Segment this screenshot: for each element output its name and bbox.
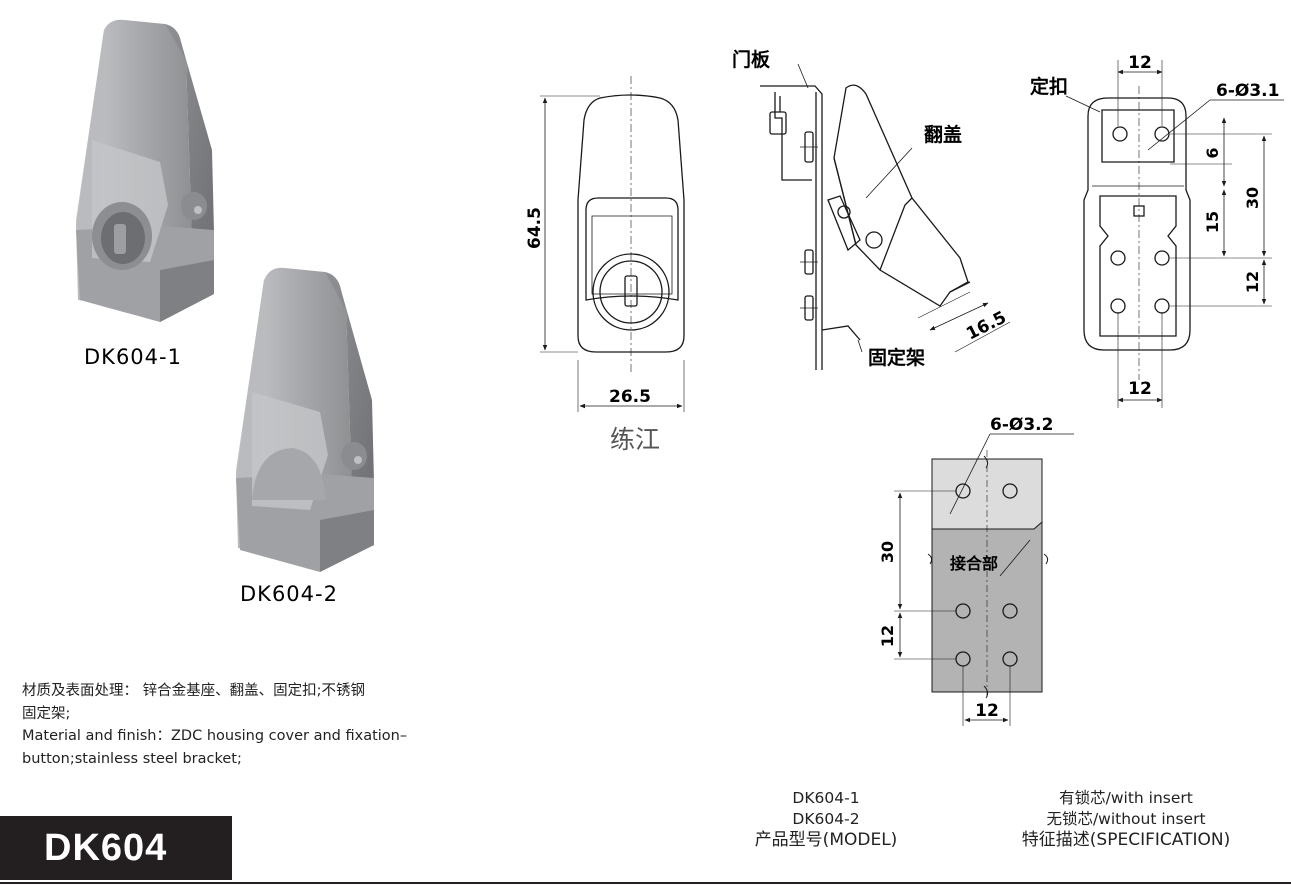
front-view-drawing — [540, 76, 685, 412]
plate-holes-label: 6-Ø3.2 — [990, 415, 1053, 435]
plate-dim-30: 30 — [878, 541, 897, 563]
spec-header: 特征描述(SPECIFICATION) — [1021, 830, 1231, 850]
plate-bottom-dim: 12 — [975, 701, 999, 721]
catch-label: 定扣 — [1030, 75, 1068, 98]
product-image-dk604-1 — [76, 19, 214, 322]
plate-view-drawing — [894, 433, 1074, 726]
front-height-dim: 64.5 — [525, 207, 545, 249]
material-zh-line2: 固定架; — [22, 705, 71, 722]
watermark-text: 练江 — [610, 425, 660, 454]
bracket-label: 固定架 — [868, 346, 925, 369]
product-label-dk604-1: DK604-1 — [84, 345, 182, 369]
side-offset-dim: 16.5 — [963, 308, 1009, 345]
model-row-1: DK604-1 — [792, 789, 860, 807]
bottom-rule — [0, 882, 1291, 884]
product-image-dk604-2 — [236, 267, 374, 572]
door-panel-label: 门板 — [732, 48, 771, 71]
model-header: 产品型号(MODEL) — [754, 830, 898, 850]
plate-joint-label: 接合部 — [950, 554, 998, 573]
flip-cover-label: 翻盖 — [924, 123, 962, 146]
material-zh-line1: 材质及表面处理： 锌合金基座、翻盖、固定扣;不锈钢 — [22, 683, 365, 699]
catch-bottom-dim: 12 — [1128, 379, 1152, 399]
catch-holes-label: 6-Ø3.1 — [1216, 81, 1279, 101]
catch-top-dim: 12 — [1128, 53, 1152, 73]
model-row-2: DK604-2 — [792, 810, 860, 828]
spec-row-2: 无锁芯/without insert — [1046, 810, 1206, 828]
catch-dim-6: 6 — [1203, 147, 1222, 158]
material-en-line1: Material and finish：ZDC housing cover an… — [22, 728, 408, 744]
catch-dim-12-side: 12 — [1243, 271, 1262, 293]
front-width-dim: 26.5 — [609, 387, 651, 407]
spec-row-1: 有锁芯/with insert — [1059, 789, 1193, 807]
catch-dim-30: 30 — [1243, 187, 1262, 209]
material-description: 材质及表面处理： 锌合金基座、翻盖、固定扣;不锈钢 固定架; Material … — [22, 680, 452, 770]
catch-dim-15: 15 — [1203, 211, 1222, 233]
product-label-dk604-2: DK604-2 — [240, 582, 338, 606]
catch-view-drawing — [1065, 60, 1284, 408]
side-view-drawing — [760, 63, 1011, 370]
material-en-line2: button;stainless steel bracket; — [22, 750, 242, 767]
spec-column: 有锁芯/with insert 无锁芯/without insert 特征描述(… — [998, 788, 1254, 851]
model-tag: DK604 — [0, 816, 232, 880]
model-column: DK604-1 DK604-2 产品型号(MODEL) — [742, 788, 910, 851]
plate-dim-12-side: 12 — [878, 625, 897, 647]
